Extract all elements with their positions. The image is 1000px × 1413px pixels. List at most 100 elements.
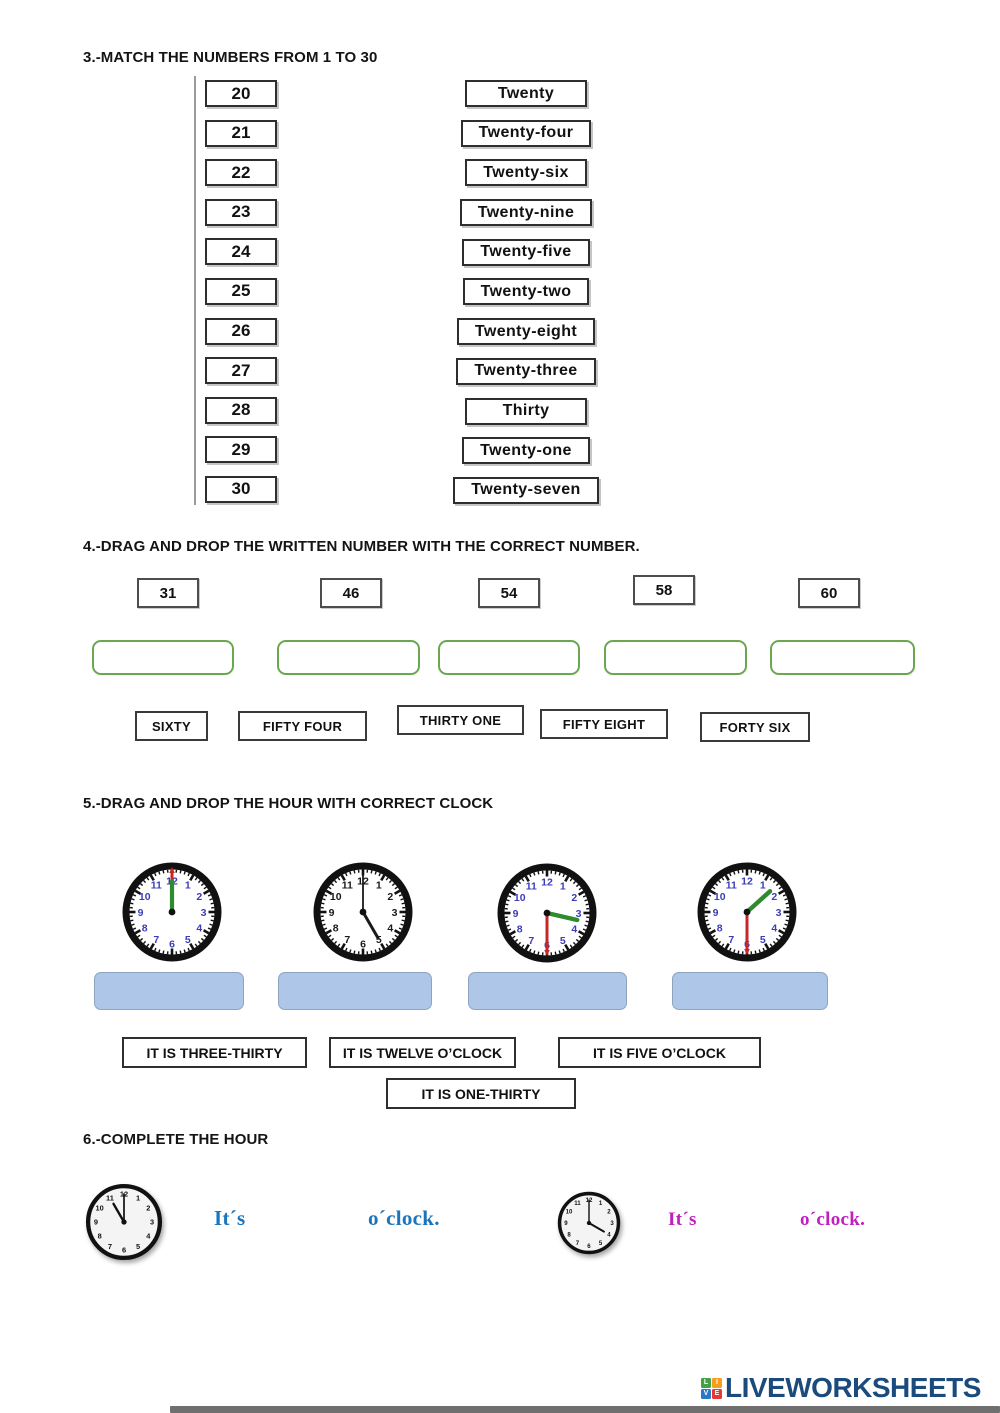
match-number-box-29[interactable]: 29 <box>205 436 277 464</box>
svg-text:2: 2 <box>196 891 202 903</box>
oclock-label-1: o´clock. <box>368 1206 440 1230</box>
match-number-box-28[interactable]: 28 <box>205 396 277 424</box>
word-tile-sixty[interactable]: SIXTY <box>135 711 208 741</box>
hour-label-tile-it-is-one-thirty[interactable]: IT IS ONE-THIRTY <box>386 1078 576 1109</box>
svg-text:5: 5 <box>376 934 382 946</box>
hour-dropzone-4[interactable] <box>672 972 828 1010</box>
hour-label-tile-it-is-five-o-clock[interactable]: IT IS FIVE O’CLOCK <box>558 1037 761 1068</box>
svg-text:3: 3 <box>201 907 207 919</box>
match-number-box-26[interactable]: 26 <box>205 317 277 345</box>
word-tile-forty-six[interactable]: FORTY SIX <box>700 712 810 742</box>
svg-text:11: 11 <box>106 1193 114 1202</box>
match-word-box-twenty-nine[interactable]: Twenty-nine <box>459 199 593 227</box>
svg-text:12: 12 <box>741 875 753 887</box>
match-word-box-twenty[interactable]: Twenty <box>465 80 587 107</box>
match-number-box-23[interactable]: 23 <box>205 198 277 226</box>
answer-dropzone-5[interactable] <box>770 640 915 675</box>
svg-text:4: 4 <box>146 1232 151 1241</box>
svg-text:11: 11 <box>342 880 353 892</box>
match-word-box-twenty-two[interactable]: Twenty-two <box>462 278 590 306</box>
match-number-box-24[interactable]: 24 <box>205 238 277 266</box>
logo-letter-square-i: I <box>712 1377 722 1388</box>
svg-text:5: 5 <box>136 1242 140 1251</box>
target-number-box-54: 54 <box>478 578 540 608</box>
hour-dropzone-3[interactable] <box>468 972 627 1010</box>
word-tile-fifty-four[interactable]: FIFTY FOUR <box>238 711 367 741</box>
svg-text:9: 9 <box>513 908 519 920</box>
svg-text:11: 11 <box>151 880 162 892</box>
next-page-edge <box>170 1406 1000 1413</box>
svg-text:6: 6 <box>587 1243 591 1250</box>
match-number-box-27[interactable]: 27 <box>205 357 277 385</box>
match-number-box-21[interactable]: 21 <box>205 119 277 147</box>
svg-text:4: 4 <box>196 923 202 935</box>
hour-dropzone-1[interactable] <box>94 972 244 1010</box>
section4-title: 4.-DRAG AND DROP THE WRITTEN NUMBER WITH… <box>83 538 640 555</box>
match-number-box-22[interactable]: 22 <box>205 159 277 187</box>
match-word-box-twenty-five[interactable]: Twenty-five <box>462 238 590 266</box>
svg-text:7: 7 <box>153 934 159 946</box>
svg-text:3: 3 <box>392 907 398 919</box>
svg-text:7: 7 <box>728 934 734 946</box>
svg-text:8: 8 <box>142 923 148 935</box>
logo-letter-square-e: E <box>712 1388 722 1399</box>
match-number-box-20[interactable]: 20 <box>205 80 277 107</box>
liveworksheets-logo-text: LIVEWORKSHEETS <box>725 1372 981 1403</box>
svg-text:11: 11 <box>726 880 737 892</box>
svg-text:11: 11 <box>574 1200 581 1207</box>
match-word-box-twenty-seven[interactable]: Twenty-seven <box>453 476 599 504</box>
svg-text:2: 2 <box>571 892 577 904</box>
target-number-box-60: 60 <box>798 578 860 608</box>
match-word-box-twenty-four[interactable]: Twenty-four <box>460 119 592 147</box>
target-number-box-31: 31 <box>137 578 199 608</box>
svg-text:10: 10 <box>96 1204 104 1213</box>
svg-text:10: 10 <box>514 892 526 904</box>
svg-text:3: 3 <box>150 1218 154 1227</box>
svg-text:1: 1 <box>185 880 191 892</box>
hour-dropzone-2[interactable] <box>278 972 432 1010</box>
word-tile-fifty-eight[interactable]: FIFTY EIGHT <box>540 709 668 739</box>
hour-label-tile-it-is-three-thirty[interactable]: IT IS THREE-THIRTY <box>122 1037 307 1068</box>
svg-text:6: 6 <box>122 1246 126 1255</box>
section3-title: 3.-MATCH THE NUMBERS FROM 1 TO 30 <box>83 49 378 66</box>
match-number-box-30[interactable]: 30 <box>205 475 277 503</box>
svg-text:10: 10 <box>566 1209 573 1216</box>
answer-dropzone-4[interactable] <box>604 640 747 675</box>
answer-dropzone-2[interactable] <box>277 640 420 675</box>
match-word-box-thirty[interactable]: Thirty <box>465 397 587 425</box>
svg-text:1: 1 <box>560 881 566 893</box>
svg-text:12: 12 <box>541 876 553 888</box>
svg-text:9: 9 <box>329 907 335 919</box>
match-word-box-twenty-three[interactable]: Twenty-three <box>456 357 596 385</box>
answer-dropzone-3[interactable] <box>438 640 580 675</box>
match-word-box-twenty-eight[interactable]: Twenty-eight <box>456 318 596 346</box>
answer-dropzone-1[interactable] <box>92 640 234 675</box>
svg-text:8: 8 <box>517 924 523 936</box>
svg-text:2: 2 <box>146 1204 150 1213</box>
match-number-box-25[interactable]: 25 <box>205 277 277 305</box>
svg-text:10: 10 <box>330 891 342 903</box>
svg-text:9: 9 <box>713 907 719 919</box>
hour-label-tile-it-is-twelve-o-clock[interactable]: IT IS TWELVE O’CLOCK <box>329 1037 516 1068</box>
svg-text:7: 7 <box>344 934 350 946</box>
word-tile-thirty-one[interactable]: THIRTY ONE <box>397 705 524 735</box>
svg-text:9: 9 <box>94 1218 98 1227</box>
svg-text:5: 5 <box>560 935 566 947</box>
svg-text:1: 1 <box>599 1200 603 1207</box>
svg-text:2: 2 <box>771 891 777 903</box>
svg-text:2: 2 <box>387 891 393 903</box>
svg-text:1: 1 <box>376 880 382 892</box>
section5-title: 5.-DRAG AND DROP THE HOUR WITH CORRECT C… <box>83 795 494 812</box>
match-word-box-twenty-six[interactable]: Twenty-six <box>465 159 587 187</box>
match-word-box-twenty-one[interactable]: Twenty-one <box>462 437 590 465</box>
